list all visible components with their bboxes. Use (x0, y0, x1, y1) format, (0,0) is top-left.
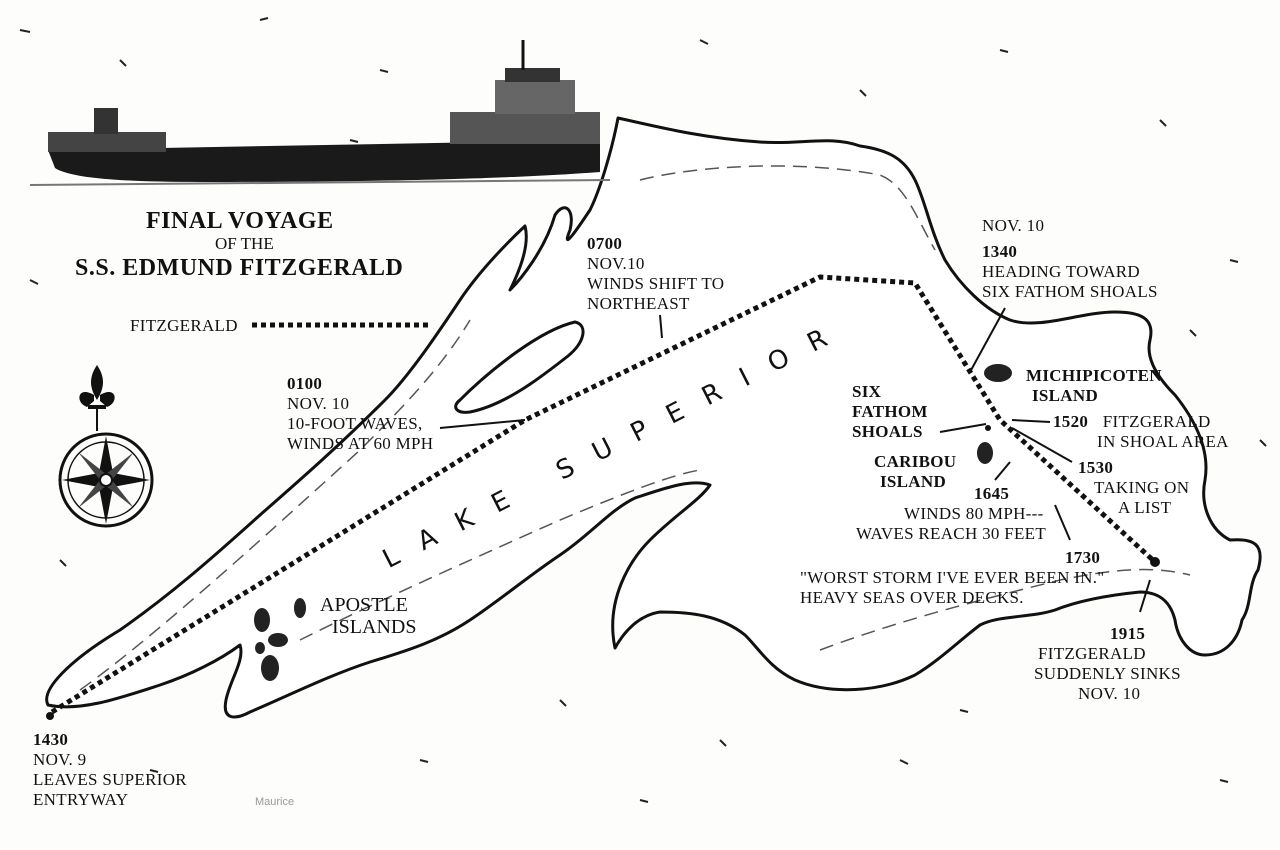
event-1340-time: 1340 (982, 242, 1018, 261)
event-0100-line3: WINDS AT 60 MPH (287, 434, 434, 453)
event-0100-line2: 10-FOOT WAVES, (287, 414, 423, 433)
event-1340: NOV. 10 1340 HEADING TOWARD SIX FATHOM S… (982, 216, 1158, 302)
artist-signature: Maurice (255, 796, 295, 808)
six-fathom-line3: SHOALS (852, 422, 923, 441)
compass-rose-icon (58, 432, 154, 528)
event-1520-line2: IN SHOAL AREA (1097, 432, 1229, 451)
map-title-line2: OF THE (215, 234, 274, 253)
event-1530-line2: A LIST (1118, 498, 1172, 517)
michipicoten-island-label: MICHIPICOTEN ISLAND (1026, 366, 1162, 406)
event-1915-line1: FITZGERALD (1038, 644, 1146, 663)
event-1645-line2: WAVES REACH 30 FEET (856, 524, 1047, 543)
event-1915-time: 1915 (1110, 624, 1146, 643)
apostle-islands-shapes (254, 598, 306, 681)
event-1915-line3: NOV. 10 (1078, 684, 1141, 703)
event-1430-line2: LEAVES SUPERIOR (33, 770, 187, 789)
leader-lines (439, 307, 1151, 613)
apostle-islands-label: APOSTLE ISLANDS (320, 594, 416, 638)
event-1645: 1645 WINDS 80 MPH--- WAVES REACH 30 FEET (856, 484, 1046, 544)
event-1730-time: 1730 (1065, 548, 1101, 567)
fitzgerald-route (50, 274, 1157, 715)
background-texture (19, 17, 1267, 803)
event-0700-line3: NORTHEAST (587, 294, 690, 313)
michipicoten-label-line1: MICHIPICOTEN (1026, 366, 1162, 385)
event-1430-time: 1430 (33, 730, 69, 749)
event-0700-line2: WINDS SHIFT TO (587, 274, 725, 293)
map-title-line1: FINAL VOYAGE (146, 208, 334, 234)
event-1645-line1: WINDS 80 MPH--- (904, 504, 1044, 523)
event-1430-line1: NOV. 9 (33, 750, 87, 769)
event-1730-line2: HEAVY SEAS OVER DECKS. (800, 588, 1024, 607)
legend-route-label: FITZGERALD (130, 316, 238, 335)
event-1430-line3: ENTRYWAY (33, 790, 129, 809)
apostle-label-line1: APOSTLE (320, 594, 408, 616)
event-1530-line1: TAKING ON (1094, 478, 1190, 497)
event-1730: 1730 "WORST STORM I'VE EVER BEEN IN." HE… (800, 548, 1105, 608)
michipicoten-island-shape (984, 364, 1012, 382)
event-1520-time: 1520 (1053, 412, 1089, 431)
sinking-point (1150, 557, 1160, 567)
event-0100-time: 0100 (287, 374, 323, 393)
event-1915-line2: SUDDENLY SINKS (1034, 664, 1181, 683)
fleur-de-lis-icon (79, 365, 115, 431)
start-point (46, 712, 54, 720)
caribou-island-shape (977, 442, 993, 464)
event-1340-line1: HEADING TOWARD (982, 262, 1140, 281)
lake-superior-shoreline (45, 116, 1262, 719)
caribou-label-line2: ISLAND (880, 472, 947, 491)
event-1520-line1: FITZGERALD (1102, 412, 1211, 431)
event-1530-time: 1530 (1078, 458, 1114, 477)
isle-royale (454, 320, 585, 414)
event-0700: 0700 NOV.10 WINDS SHIFT TO NORTHEAST (587, 234, 724, 314)
event-0100-line1: NOV. 10 (287, 394, 350, 413)
ship-icon (29, 40, 611, 186)
caribou-island-label: CARIBOU ISLAND (874, 452, 956, 492)
event-0100: 0100 NOV. 10 10-FOOT WAVES, WINDS AT 60 … (287, 374, 433, 454)
event-0700-line1: NOV.10 (587, 254, 645, 273)
six-fathom-line2: FATHOM (852, 402, 928, 421)
event-1340-line2: SIX FATHOM SHOALS (982, 282, 1158, 301)
event-1530: 1530 TAKING ON A LIST (1078, 458, 1189, 518)
six-fathom-shoals-marker (985, 425, 991, 431)
event-1430: 1430 NOV. 9 LEAVES SUPERIOR ENTRYWAY (33, 730, 187, 810)
event-1730-line1: "WORST STORM I'VE EVER BEEN IN." (800, 568, 1105, 587)
six-fathom-shoals-label: SIX FATHOM SHOALS (852, 382, 928, 442)
map-title-line3: S.S. EDMUND FITZGERALD (75, 255, 404, 281)
event-1645-time: 1645 (974, 484, 1010, 503)
event-1520: 1520 FITZGERALD IN SHOAL AREA (1053, 412, 1229, 452)
event-0700-time: 0700 (587, 234, 623, 253)
event-1340-date: NOV. 10 (982, 216, 1045, 235)
six-fathom-line1: SIX (852, 382, 882, 401)
michipicoten-label-line2: ISLAND (1032, 386, 1099, 405)
caribou-label-line1: CARIBOU (874, 452, 957, 471)
apostle-label-line2: ISLANDS (332, 616, 417, 638)
event-1915: 1915 FITZGERALD SUDDENLY SINKS NOV. 10 (1034, 624, 1181, 704)
